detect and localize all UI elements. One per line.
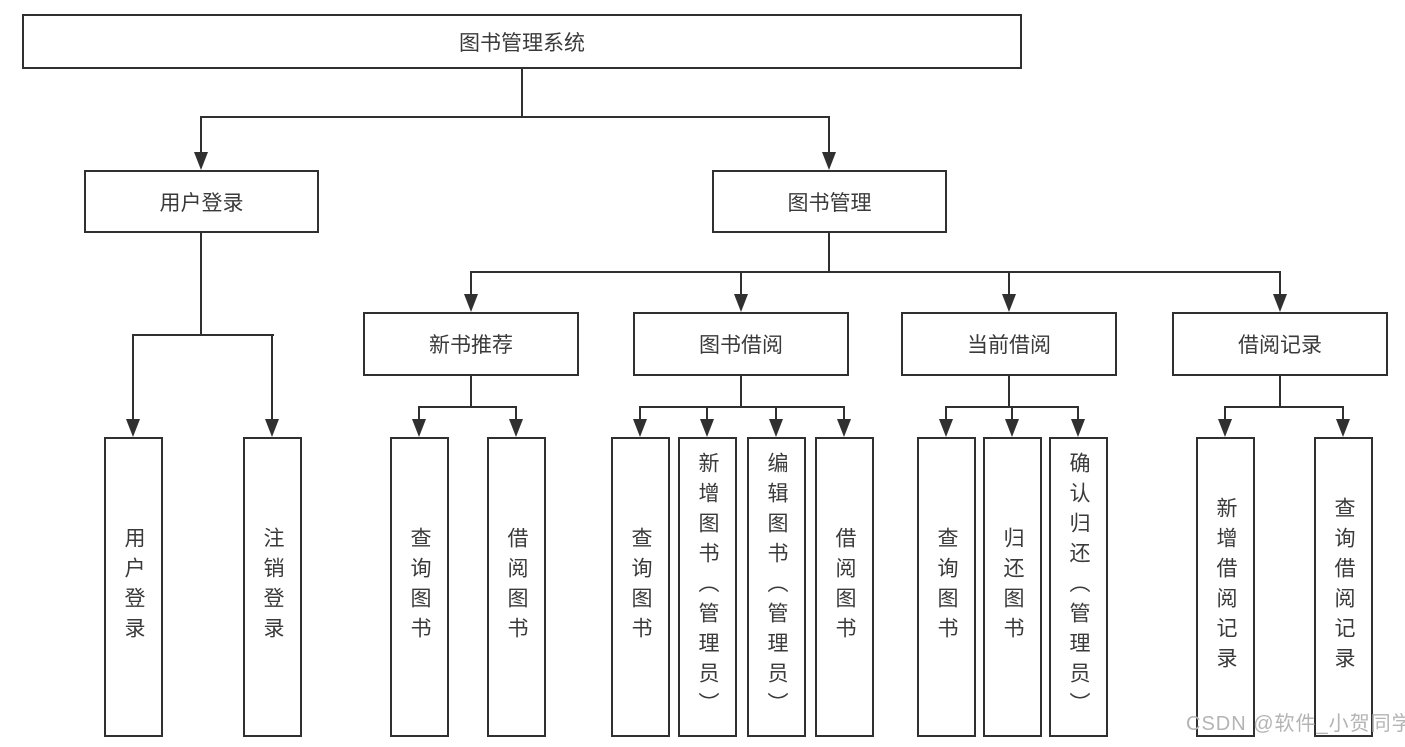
leaf-query-books-borrow: 查询图书 <box>611 437 670 737</box>
node-label: 图书管理 <box>787 191 872 215</box>
connector-arrow-down <box>700 406 714 437</box>
connector-arrow-down <box>194 116 208 170</box>
leaf-label: 用户登录 <box>122 527 145 647</box>
leaf-label: 查询图书 <box>408 527 431 647</box>
connector-arrow-down <box>769 406 783 437</box>
node-label: 新书推荐 <box>429 334 513 357</box>
leaf-confirm-return-admin: 确认归还（管理员） <box>1049 437 1108 737</box>
leaf-label: 查询图书 <box>935 527 958 647</box>
connector-arrow-down <box>837 406 851 437</box>
leaf-label: 借阅图书 <box>505 527 528 647</box>
leaf-label: 编辑图书（管理员） <box>765 452 788 722</box>
connector-line <box>200 233 202 336</box>
connector-arrow-down <box>464 271 478 312</box>
connector-arrow-down <box>822 116 836 170</box>
connector-line <box>640 406 845 408</box>
watermark: CSDN @软件_小贺同学 <box>1186 713 1405 735</box>
node-user-login: 用户登录 <box>84 170 319 233</box>
node-label: 图书管理系统 <box>459 31 585 55</box>
leaf-label: 查询图书 <box>629 527 652 647</box>
leaf-label: 新增图书（管理员） <box>696 452 719 722</box>
leaf-query-books-recommend: 查询图书 <box>390 437 449 737</box>
connector-line <box>521 69 523 118</box>
node-book-management: 图书管理 <box>712 170 947 233</box>
leaf-borrow-books-recommend: 借阅图书 <box>487 437 546 737</box>
connector-line <box>133 334 274 336</box>
node-label: 借阅记录 <box>1238 334 1322 357</box>
node-book-borrow: 图书借阅 <box>633 312 849 376</box>
connector-arrow-down <box>1071 406 1085 437</box>
leaf-borrow-books: 借阅图书 <box>815 437 874 737</box>
leaf-user-login: 用户登录 <box>104 437 163 737</box>
connector-line <box>1279 376 1281 408</box>
connector-arrow-down <box>412 406 426 437</box>
leaf-add-borrow-record: 新增借阅记录 <box>1196 437 1255 737</box>
leaf-return-book: 归还图书 <box>983 437 1042 737</box>
connector-arrow-down <box>1005 406 1019 437</box>
leaf-add-book-admin: 新增图书（管理员） <box>678 437 737 737</box>
connector-line <box>828 233 830 273</box>
connector-arrow-down <box>1218 406 1232 437</box>
leaf-label: 确认归还（管理员） <box>1067 452 1090 722</box>
leaf-label: 新增借阅记录 <box>1214 497 1237 677</box>
leaf-label: 归还图书 <box>1001 527 1024 647</box>
connector-arrow-down <box>265 334 279 437</box>
connector-arrow-down <box>1336 406 1350 437</box>
node-current-borrow: 当前借阅 <box>901 312 1117 376</box>
connector-line <box>200 116 830 118</box>
connector-line <box>1225 406 1344 408</box>
leaf-label: 注销登录 <box>261 527 284 647</box>
node-label: 图书借阅 <box>699 334 783 357</box>
leaf-label: 查询借阅记录 <box>1332 497 1355 677</box>
connector-arrow-down <box>734 271 748 312</box>
leaf-edit-book-admin: 编辑图书（管理员） <box>747 437 806 737</box>
leaf-query-books-current: 查询图书 <box>917 437 976 737</box>
connector-arrow-down <box>939 406 953 437</box>
connector-line <box>1008 376 1010 408</box>
connector-line <box>419 406 517 408</box>
node-borrow-records: 借阅记录 <box>1172 312 1388 376</box>
connector-line <box>470 271 1281 273</box>
connector-arrow-down <box>633 406 647 437</box>
node-new-book-recommend: 新书推荐 <box>363 312 579 376</box>
node-library-system: 图书管理系统 <box>22 14 1022 69</box>
node-label: 用户登录 <box>159 191 244 215</box>
leaf-query-borrow-record: 查询借阅记录 <box>1314 437 1373 737</box>
connector-line <box>470 376 472 408</box>
connector-arrow-down <box>1273 271 1287 312</box>
connector-arrow-down <box>1002 271 1016 312</box>
connector-arrow-down <box>509 406 523 437</box>
node-label: 当前借阅 <box>967 334 1051 357</box>
leaf-logout: 注销登录 <box>243 437 302 737</box>
leaf-label: 借阅图书 <box>833 527 856 647</box>
connector-arrow-down <box>126 334 140 437</box>
connector-line <box>740 376 742 408</box>
